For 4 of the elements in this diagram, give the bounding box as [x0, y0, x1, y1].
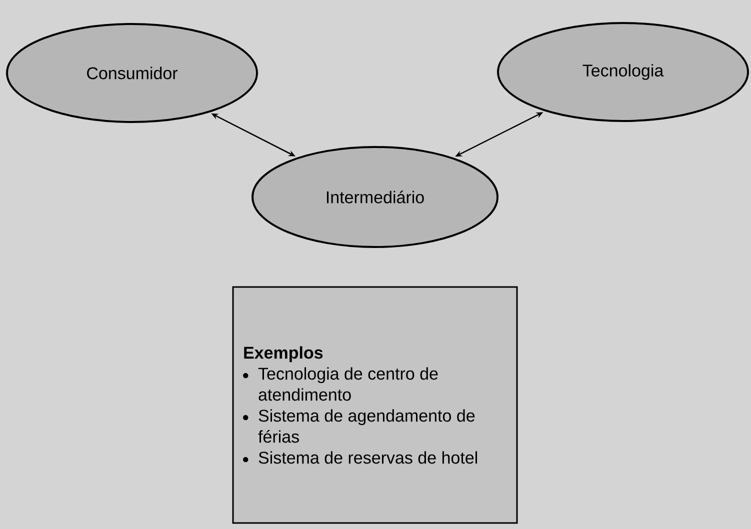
ellipse-node: Intermediário: [252, 146, 498, 248]
examples-box: Exemplos Tecnologia de centro de atendimento Sistema de agendamento de férias Sistema de reservas de hotel: [232, 286, 518, 524]
ellipse-node: Tecnologia: [497, 22, 749, 122]
ellipse-node: Consumidor: [6, 23, 258, 123]
